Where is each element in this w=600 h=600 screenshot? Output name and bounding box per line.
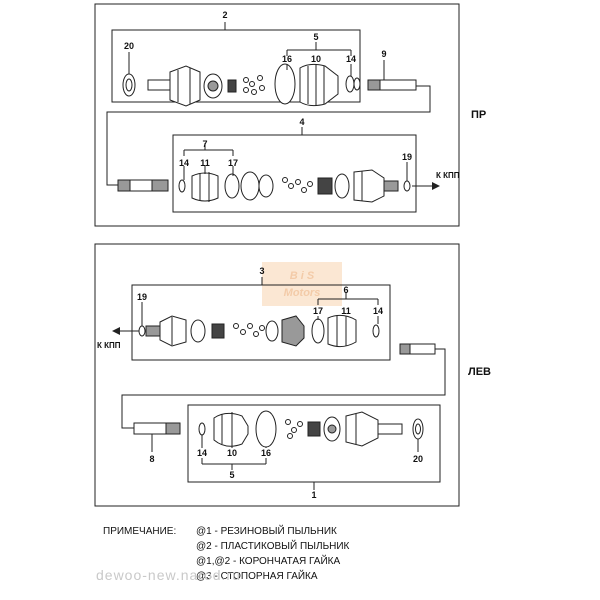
- arrow-right-icon: [432, 182, 440, 190]
- left-connector-line: [121, 348, 446, 429]
- right-shaft-frame: [94, 3, 460, 227]
- svg-text:Motors: Motors: [284, 287, 321, 299]
- callout-14-bottom: 14: [197, 448, 207, 458]
- note-line-2: @2 - ПЛАСТИКОВЫЙ ПЫЛЬНИК: [196, 539, 350, 552]
- left-boot-group-6: [265, 314, 380, 348]
- callout-16-top: 16: [282, 54, 292, 64]
- left-joint-balls: [233, 323, 265, 337]
- outer-cv-joint: [147, 65, 237, 107]
- connector-line: [106, 85, 431, 186]
- intermediate-shaft: [117, 179, 169, 192]
- callout-16-bottom: 16: [261, 448, 271, 458]
- left-outer-boot-group-5: [198, 410, 277, 448]
- callout-20-top: 20: [124, 41, 134, 51]
- left-inner-joint: [138, 315, 225, 347]
- callout-8: 8: [149, 454, 154, 464]
- note-line-4: @3 - СТОПОРНАЯ ГАЙКА: [196, 569, 318, 582]
- callout-1: 1: [311, 490, 316, 500]
- side-label-left: ЛЕВ: [468, 366, 491, 378]
- callout-14-mid: 14: [179, 158, 189, 168]
- direction-kpp-right: К КПП: [436, 171, 460, 180]
- notes-heading: ПРИМЕЧАНИЕ:: [103, 526, 176, 537]
- callout-3: 3: [259, 266, 264, 276]
- callout-2: 2: [222, 10, 227, 20]
- svg-text:B i S: B i S: [290, 270, 315, 282]
- note-line-3: @1,@2 - КОРОНЧАТАЯ ГАЙКА: [196, 554, 340, 567]
- callout-10-bottom: 10: [227, 448, 237, 458]
- callout-14-top: 14: [346, 54, 356, 64]
- left-intermediate-shaft: [399, 343, 436, 355]
- callout-11-left: 11: [341, 306, 351, 316]
- callout-19-right: 19: [402, 152, 412, 162]
- callout-11-mid: 11: [200, 158, 210, 168]
- inner-cv-joint: [317, 169, 411, 203]
- inner-joint-balls: [282, 177, 313, 193]
- callout-7: 7: [202, 139, 207, 149]
- left-shaft-frame: [94, 243, 460, 507]
- callout-19-left: 19: [137, 292, 147, 302]
- assembly-2-box: [111, 29, 361, 103]
- callout-20-bottom: 20: [413, 454, 423, 464]
- callout-10-top: 10: [311, 54, 321, 64]
- assembly-3-box: [131, 284, 391, 361]
- callout-5-top: 5: [313, 32, 318, 42]
- assembly-4-box: [172, 134, 417, 213]
- callout-17-mid: 17: [228, 158, 238, 168]
- side-label-right: ПР: [471, 109, 486, 121]
- callout-17-left: 17: [313, 306, 323, 316]
- callout-9: 9: [381, 49, 386, 59]
- direction-kpp-left: К КПП: [97, 341, 121, 350]
- shaft-8: [133, 422, 181, 452]
- inner-boot-group-7: [178, 171, 274, 202]
- site-watermark: dewoo-new.narod.ru: [96, 567, 241, 583]
- left-outer-cv-joint: [307, 411, 424, 452]
- callout-14-left: 14: [373, 306, 383, 316]
- left-outer-balls: [285, 419, 303, 439]
- callout-5-bottom: 5: [229, 470, 234, 480]
- boot-group-5: [274, 63, 361, 107]
- note-line-1: @1 - РЕЗИНОВЫЙ ПЫЛЬНИК: [196, 524, 337, 537]
- callout-6: 6: [343, 285, 348, 295]
- shaft-9: [367, 60, 417, 91]
- callout-4: 4: [299, 117, 304, 127]
- balls: [243, 75, 265, 95]
- arrow-left-icon: [112, 327, 120, 335]
- retaining-ring-20: [122, 52, 136, 97]
